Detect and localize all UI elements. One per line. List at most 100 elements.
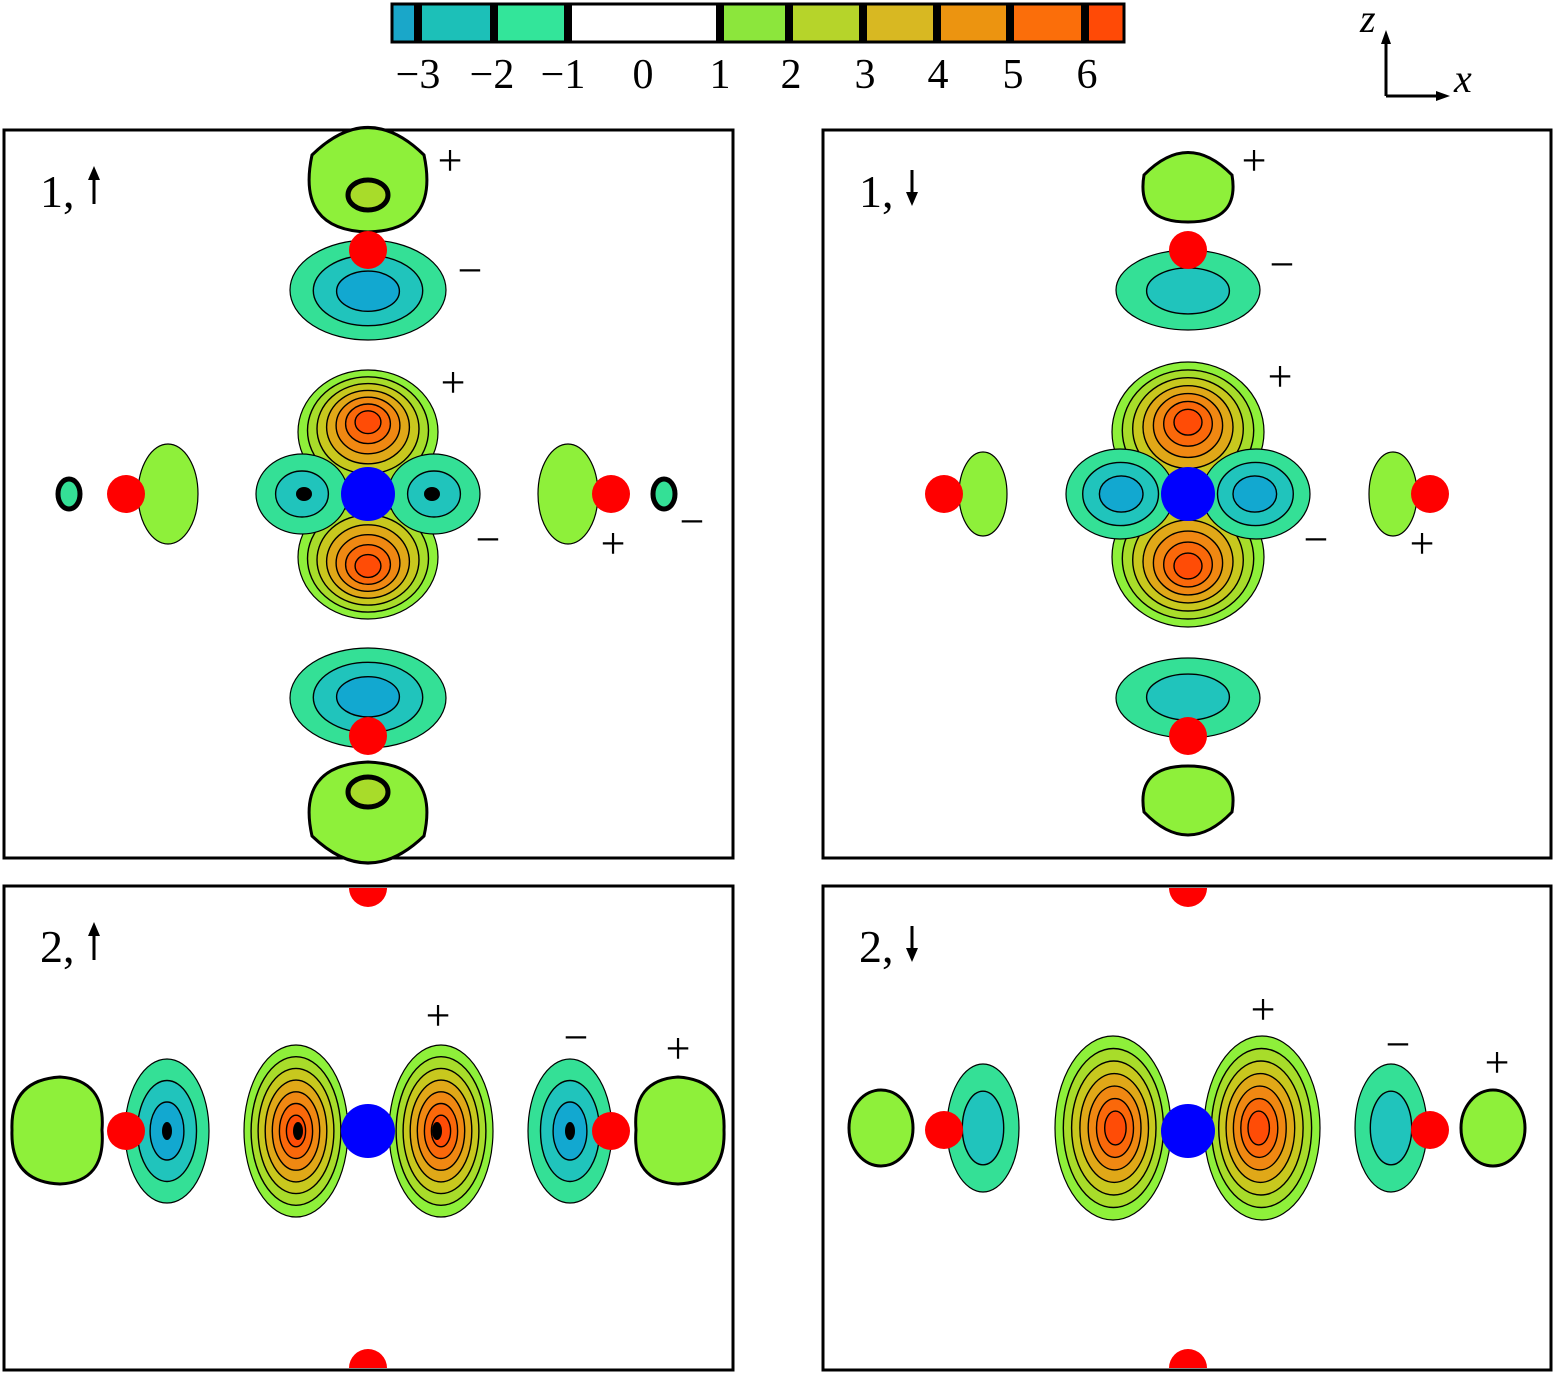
panel-1-down: 1, <box>821 128 1553 860</box>
plus-sign-label: + <box>441 358 466 407</box>
ligand-atom <box>107 475 145 513</box>
contour-level <box>1145 673 1231 721</box>
orbital-lobe <box>1115 657 1261 739</box>
orbital-lobe <box>297 369 439 495</box>
orbital-lobe <box>1141 151 1235 224</box>
x-arrowhead-icon <box>1436 91 1450 101</box>
colorbar-tick-label: 1 <box>710 52 731 98</box>
minus-sign-label: − <box>564 1013 589 1062</box>
colorbar-tick-label: 3 <box>855 52 876 98</box>
contour-level <box>1247 1110 1271 1146</box>
plus-sign-label: + <box>1485 1038 1510 1087</box>
minus-sign-label: − <box>458 246 483 295</box>
minus-sign-label: − <box>1270 240 1295 289</box>
orbital-lobe <box>1354 1063 1428 1193</box>
axis-indicator: z x <box>1359 0 1472 101</box>
metal-atom <box>1161 467 1215 521</box>
contour-ring <box>55 476 83 512</box>
colorbar-separator <box>933 4 941 42</box>
contour-level <box>1369 1090 1413 1166</box>
panel-contours <box>55 126 678 865</box>
plus-sign-label: + <box>601 519 626 568</box>
panel-number: 1, <box>859 166 894 217</box>
orbital-lobe <box>946 1063 1020 1193</box>
colorbar-segments <box>392 4 1124 42</box>
colorbar-swatch <box>789 4 863 42</box>
colorbar-separator <box>785 4 793 42</box>
colorbar-swatch <box>937 4 1010 42</box>
contour-level <box>335 270 401 313</box>
minus-sign-label: − <box>476 515 501 564</box>
panel-contours <box>958 151 1418 837</box>
colorbar-tick-label: 5 <box>1003 52 1024 98</box>
contour-level <box>354 553 382 579</box>
orbital-lobe <box>958 451 1008 537</box>
orbital-lobe <box>1459 1088 1527 1168</box>
z-axis-label: z <box>1359 0 1376 41</box>
spin-up-arrow-icon <box>88 922 100 960</box>
ligand-atom <box>349 231 387 269</box>
ligand-atom <box>1411 475 1449 513</box>
contour-level <box>1173 408 1203 436</box>
colorbar-swatch <box>494 4 568 42</box>
panel-number: 1, <box>40 166 75 217</box>
x-axis-label: x <box>1453 56 1472 101</box>
orbital-lobe <box>289 239 447 341</box>
panel-label: 2, <box>40 921 100 972</box>
colorbar-tick-label: 2 <box>781 52 802 98</box>
atoms <box>107 231 1449 1368</box>
colorbar-frame <box>390 2 1126 44</box>
plus-sign-label: + <box>1410 519 1435 568</box>
colorbar-tick-label: −3 <box>396 52 441 98</box>
plus-sign-label: + <box>438 136 463 185</box>
contour-ring <box>650 476 678 512</box>
spin-down-arrow-icon <box>906 170 918 206</box>
orbital-lobe <box>537 443 599 545</box>
orbital-lobe <box>137 443 199 545</box>
panel-frame <box>821 128 1553 860</box>
contour-level <box>961 1090 1005 1166</box>
contour-level <box>1173 552 1203 580</box>
ligand-atom <box>592 475 630 513</box>
orbital-lobe <box>847 1088 915 1168</box>
contour-level <box>1459 1088 1527 1168</box>
colorbar-separator <box>414 4 422 42</box>
colorbar-tick-label: 4 <box>928 52 949 98</box>
contour-level <box>847 1088 915 1168</box>
plus-sign-label: + <box>426 991 451 1040</box>
ligand-atom <box>1169 1349 1207 1368</box>
ligand-atom <box>925 475 963 513</box>
colorbar-separator <box>859 4 867 42</box>
panel-number: 2, <box>859 921 894 972</box>
colorbar-separator <box>490 4 498 42</box>
colorbar-swatch <box>392 4 418 42</box>
minus-sign-label: − <box>680 497 705 546</box>
panel-label: 1, <box>40 166 100 217</box>
contour-level <box>1145 267 1231 315</box>
contour-level <box>137 443 199 545</box>
plus-sign-label: + <box>666 1024 691 1073</box>
ligand-atom <box>107 1112 145 1150</box>
colorbar-separator <box>564 4 572 42</box>
ligand-atom <box>592 1112 630 1150</box>
contour-level <box>1232 475 1278 513</box>
colorbar-separator <box>716 4 724 42</box>
colorbar-swatch <box>1010 4 1085 42</box>
colorbar-swatch <box>720 4 789 42</box>
orbital-lobe <box>1201 448 1311 540</box>
contour-level <box>1098 475 1144 513</box>
orbital-lobe <box>1141 764 1235 837</box>
panel-contours <box>847 1035 1527 1221</box>
contour-level <box>537 443 599 545</box>
contour-level <box>1104 1110 1127 1146</box>
ligand-atom <box>349 1349 387 1368</box>
contour-peak <box>293 1122 303 1140</box>
contour-peak <box>565 1122 575 1140</box>
orbital-lobe <box>297 494 439 620</box>
ligand-atom <box>1411 1111 1449 1149</box>
colorbar-swatch <box>1085 4 1124 42</box>
contour-peak <box>162 1122 172 1140</box>
colorbar-tick-label: 6 <box>1077 52 1098 98</box>
panel-2-up: 2, <box>2 884 735 1372</box>
